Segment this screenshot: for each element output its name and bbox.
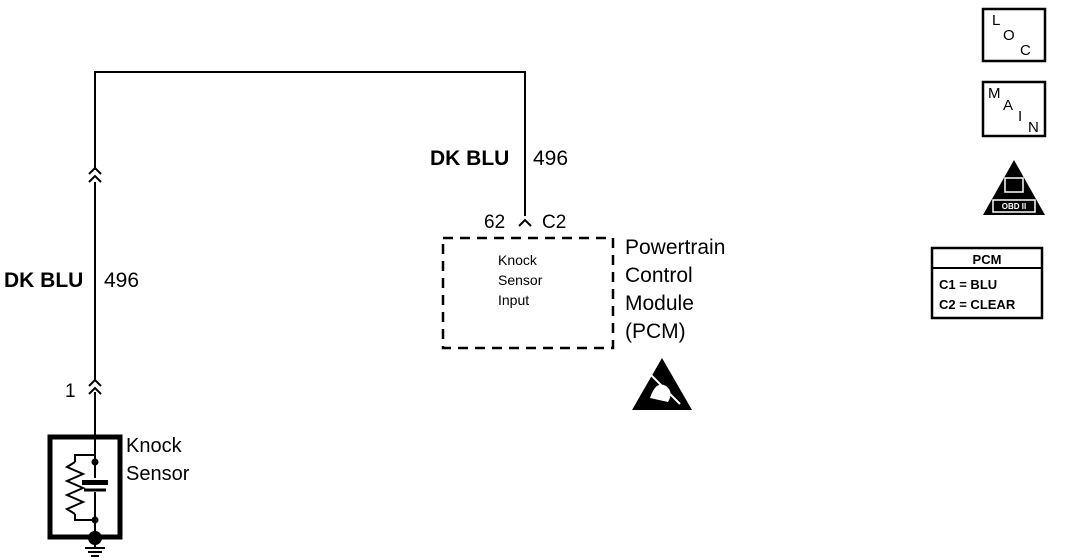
- pcm-pin-label: 62: [484, 212, 505, 233]
- knock-sensor-label: Knock Sensor: [126, 435, 190, 485]
- obd-ii-numeral: II: [1011, 179, 1018, 193]
- legend-row: C1 = BLU: [939, 277, 997, 292]
- connector-legend: PCM C1 = BLU C2 = CLEAR: [930, 246, 1044, 320]
- pcm-inner-line: Knock: [498, 252, 538, 268]
- sensor-connector: [88, 378, 102, 395]
- loc-icon-letter: C: [1020, 42, 1031, 59]
- knock-sensor-symbol: [47, 434, 123, 540]
- pcm-connector: [518, 205, 532, 227]
- ground-symbol: [85, 531, 105, 557]
- main-icon-letter: A: [1003, 97, 1013, 114]
- right-wire-color-label: DK BLU: [430, 147, 509, 170]
- circuit-496-wire: [94, 71, 526, 437]
- pcm-title-line: Module: [625, 292, 694, 315]
- main-icon[interactable]: M A I N: [981, 80, 1047, 138]
- right-wire-circuit-number: 496: [533, 147, 568, 170]
- loc-icon-letter: L: [992, 12, 1000, 29]
- loc-icon-letter: O: [1003, 27, 1015, 44]
- left-wire-color-label: DK BLU: [4, 269, 83, 292]
- pcm-connector-label: C2: [542, 212, 566, 233]
- esd-warning-icon: [632, 358, 692, 410]
- knock-sensor-label-line: Sensor: [126, 463, 190, 485]
- pcm-inner-line: Input: [498, 292, 529, 308]
- loc-icon[interactable]: L O C: [981, 7, 1047, 63]
- pcm-inner-line: Sensor: [498, 272, 543, 288]
- pcm-inner-label: Knock Sensor Input: [498, 252, 546, 308]
- obd-ii-icon[interactable]: II OBD II: [983, 160, 1045, 215]
- main-icon-letter: M: [988, 85, 1001, 102]
- legend-row: C2 = CLEAR: [939, 297, 1016, 312]
- main-icon-letter: N: [1028, 119, 1039, 136]
- inline-connector-upper: [88, 166, 102, 183]
- pcm-title-line: (PCM): [625, 320, 686, 343]
- pcm-module-box: [441, 236, 615, 350]
- left-wire-circuit-number: 496: [104, 269, 139, 292]
- pcm-title-line: Control: [625, 264, 693, 287]
- pcm-title: Powertrain Control Module (PCM): [625, 236, 731, 343]
- knock-sensor-label-line: Knock: [126, 435, 183, 457]
- main-icon-letter: I: [1018, 108, 1022, 125]
- obd-ii-caption: OBD II: [1002, 202, 1026, 211]
- legend-title: PCM: [973, 252, 1002, 267]
- pcm-title-line: Powertrain: [625, 236, 725, 259]
- sensor-pin-label: 1: [65, 381, 76, 402]
